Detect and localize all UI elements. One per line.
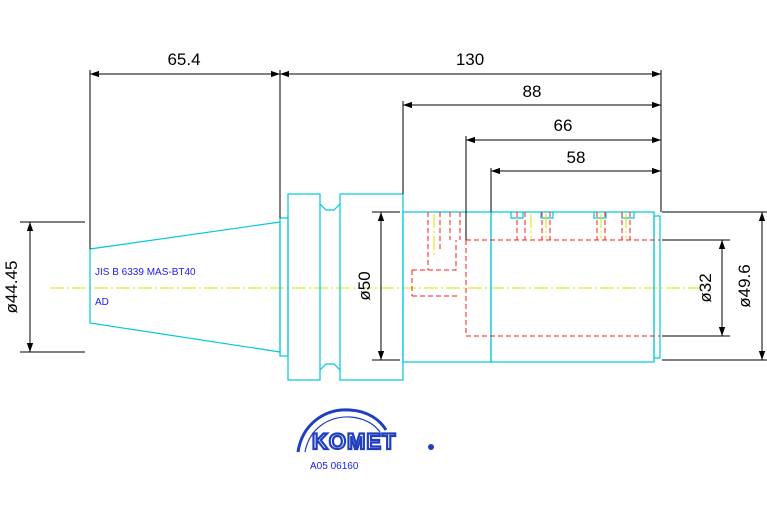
variant-note: AD xyxy=(95,297,109,308)
clamp-slot-1 xyxy=(510,212,524,219)
clamp-screw-2 xyxy=(541,212,551,240)
dim-label-58: 58 xyxy=(567,148,586,167)
dim-label-66: 66 xyxy=(554,116,573,135)
logo-arc xyxy=(296,408,388,453)
clamp-slot-2 xyxy=(540,212,554,219)
clamp-slot-4 xyxy=(621,212,635,219)
logo-registered-mark xyxy=(428,444,434,450)
clamp-screw-3 xyxy=(596,212,606,240)
dimension-lines xyxy=(20,70,767,361)
bore-outline xyxy=(465,239,660,337)
dim-label-88: 88 xyxy=(523,82,542,101)
taper-shank xyxy=(89,221,281,353)
clamp-screw-1 xyxy=(516,212,526,240)
dim-label-49-6: ø49.6 xyxy=(735,264,754,307)
dim-label-130: 130 xyxy=(456,50,484,69)
dim-label-44-45: ø44.45 xyxy=(2,261,21,314)
logo-brand: KOMET xyxy=(312,429,396,454)
logo-arc-inner xyxy=(304,416,381,453)
clamp-slot-3 xyxy=(593,212,607,219)
dim-label-50: ø50 xyxy=(355,271,374,300)
inner-bore-step xyxy=(411,240,460,297)
adapter-front xyxy=(490,211,655,363)
front-chamfer xyxy=(653,215,661,359)
adapter-body xyxy=(402,211,492,363)
extension-lines xyxy=(20,70,767,361)
clamp-screw-4 xyxy=(621,212,631,240)
flange-left xyxy=(287,193,321,381)
v-groove xyxy=(319,203,341,371)
hidden-lines xyxy=(411,212,660,337)
set-screw-1 xyxy=(427,212,441,270)
set-screw-2 xyxy=(449,212,461,240)
dim-label-32: ø32 xyxy=(696,273,715,302)
tool-outline xyxy=(89,193,661,381)
komet-logo: KOMET xyxy=(296,408,434,455)
flange-ring-left xyxy=(279,217,289,357)
screw-centers xyxy=(433,214,627,256)
part-number: A05 06160 xyxy=(310,461,359,472)
standard-note: JIS B 6339 MAS-BT40 xyxy=(95,267,196,278)
dim-label-65-4: 65.4 xyxy=(167,50,200,69)
